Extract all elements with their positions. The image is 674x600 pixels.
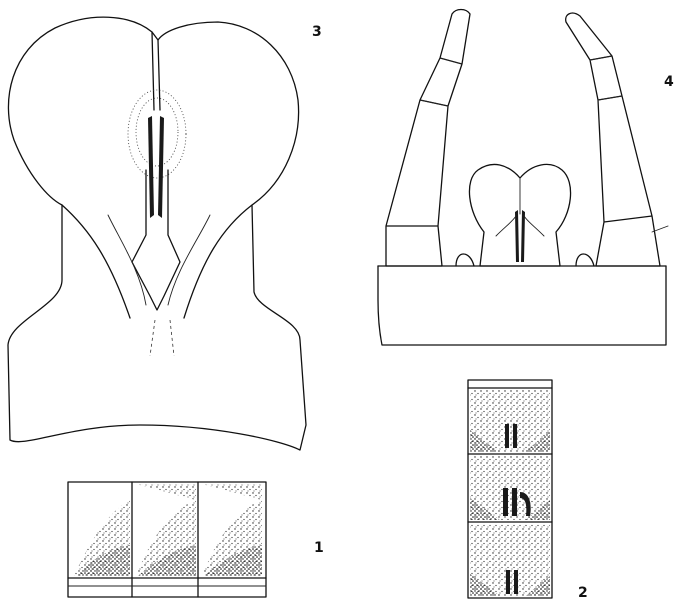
figure-3-outline bbox=[8, 17, 306, 450]
figure-3-lateral-curve-right bbox=[184, 205, 252, 318]
figure-3-dashed-left bbox=[150, 320, 155, 356]
figure-4-organ-stylet bbox=[515, 210, 525, 262]
figure-1-number: 1 bbox=[314, 540, 324, 556]
figure-3-stylet-right bbox=[158, 116, 164, 218]
figure-4-bump-left bbox=[456, 254, 474, 266]
figure-3-halo-inner bbox=[136, 98, 178, 166]
figure-3-lateral-curve-left bbox=[62, 205, 130, 318]
figure-4-left-joint-1 bbox=[420, 100, 448, 106]
figure-2-number: 2 bbox=[578, 585, 588, 600]
figure-4-right-joint-2 bbox=[590, 56, 612, 60]
figure-1-drawing bbox=[68, 482, 266, 597]
figure-3-dashed-right bbox=[170, 320, 174, 356]
figure-4-number: 4 bbox=[664, 74, 674, 90]
figure-4-drawing bbox=[378, 10, 668, 346]
figure-4-left-joint-2 bbox=[440, 58, 462, 64]
figure-3-inner-curve-right bbox=[168, 215, 210, 305]
figure-3-median-line bbox=[152, 32, 160, 110]
figure-2-drawing bbox=[468, 380, 552, 598]
figure-4-bump-right bbox=[576, 254, 594, 266]
figure-4-base bbox=[378, 266, 666, 345]
figure-3-inner-curve-left bbox=[108, 215, 146, 305]
figure-4-organ-inner bbox=[496, 216, 544, 236]
figure-4-right-joint-1 bbox=[598, 96, 622, 100]
figure-4-right-appendage bbox=[566, 13, 660, 266]
figure-3-stylet-left bbox=[148, 116, 154, 218]
figure-3-halo-outer bbox=[128, 90, 186, 178]
figure-3-drawing bbox=[8, 17, 306, 450]
figure-3-number: 3 bbox=[312, 24, 322, 40]
figure-4-left-appendage bbox=[386, 10, 470, 267]
